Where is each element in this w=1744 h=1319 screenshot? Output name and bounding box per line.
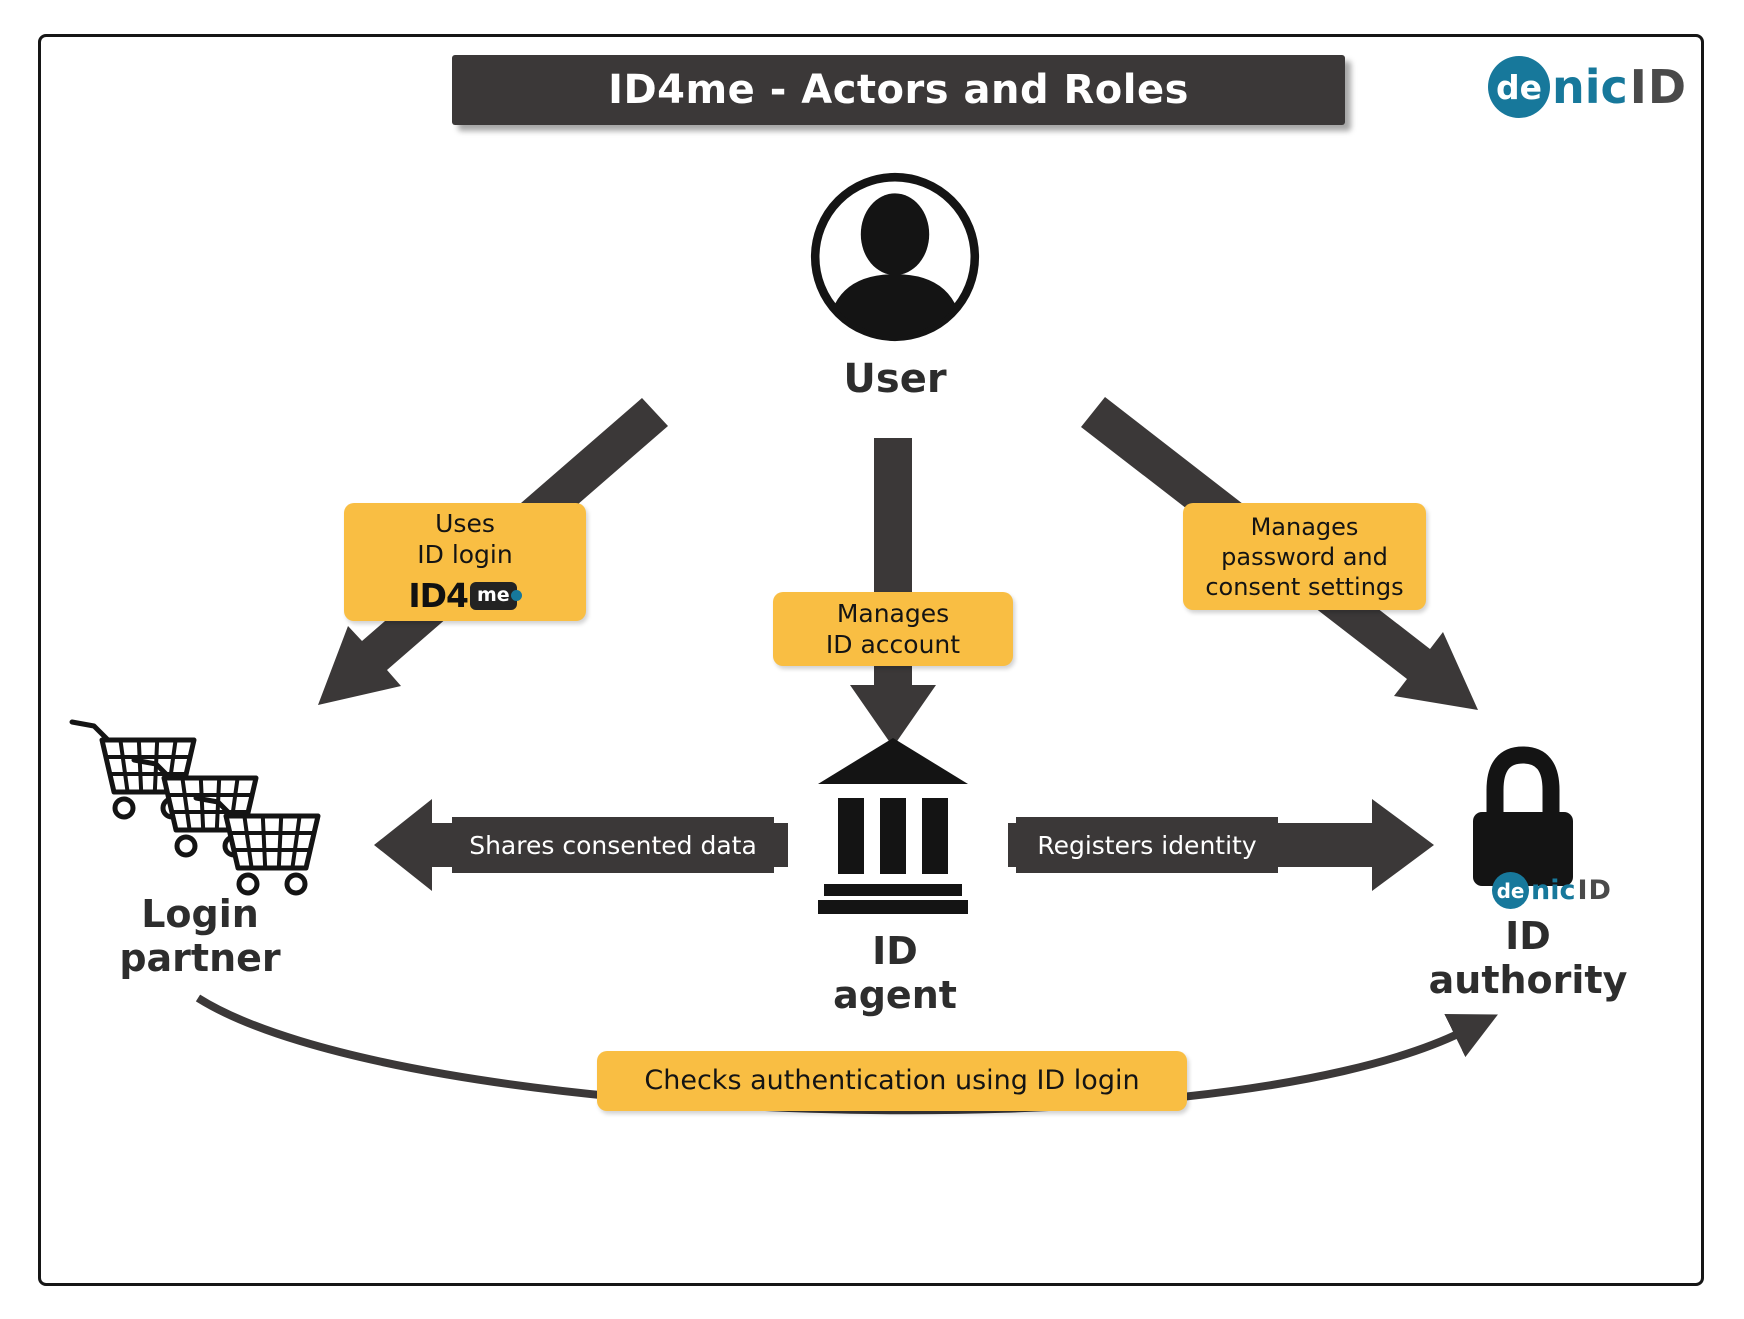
denic-logo-small-id: ID <box>1577 875 1612 906</box>
id4me-logo-suffix: me <box>469 581 517 610</box>
shares-consented-data-label: Shares consented data <box>452 817 774 873</box>
denic-logo: de nic ID <box>1488 56 1687 118</box>
id4me-logo-prefix: ID4 <box>408 576 469 616</box>
denic-logo-disc: de <box>1488 56 1550 118</box>
bank-icon <box>818 738 968 914</box>
padlock-icon <box>1473 746 1573 886</box>
uses-id-login-text: Uses ID login <box>417 508 513 569</box>
uses-id-login-box: Uses ID login ID4 me <box>344 503 586 621</box>
denic-logo-nic: nic <box>1552 60 1628 114</box>
user-label: User <box>843 356 947 402</box>
id4me-logo: ID4 me <box>408 575 522 616</box>
page-title: ID4me - Actors and Roles <box>452 55 1345 125</box>
denic-logo-small-nic: nic <box>1531 875 1576 906</box>
user-icon <box>810 172 980 342</box>
manages-password-box: Manages password and consent settings <box>1183 503 1426 610</box>
diagram-border <box>38 34 1704 1286</box>
id-agent-label: ID agent <box>833 929 957 1017</box>
registers-identity-label: Registers identity <box>1016 817 1278 873</box>
checks-authentication-box: Checks authentication using ID login <box>597 1051 1187 1111</box>
id-authority-label: ID authority <box>1428 914 1628 1002</box>
denic-logo-small-disc: de <box>1492 872 1530 909</box>
denic-logo-id: ID <box>1629 60 1688 114</box>
manages-id-account-box: Manages ID account <box>773 592 1013 666</box>
login-partner-label: Login partner <box>119 892 281 980</box>
denic-logo-small: de nic ID <box>1452 872 1652 909</box>
shopping-carts-icon <box>69 719 321 896</box>
id4me-logo-dot <box>510 590 522 602</box>
